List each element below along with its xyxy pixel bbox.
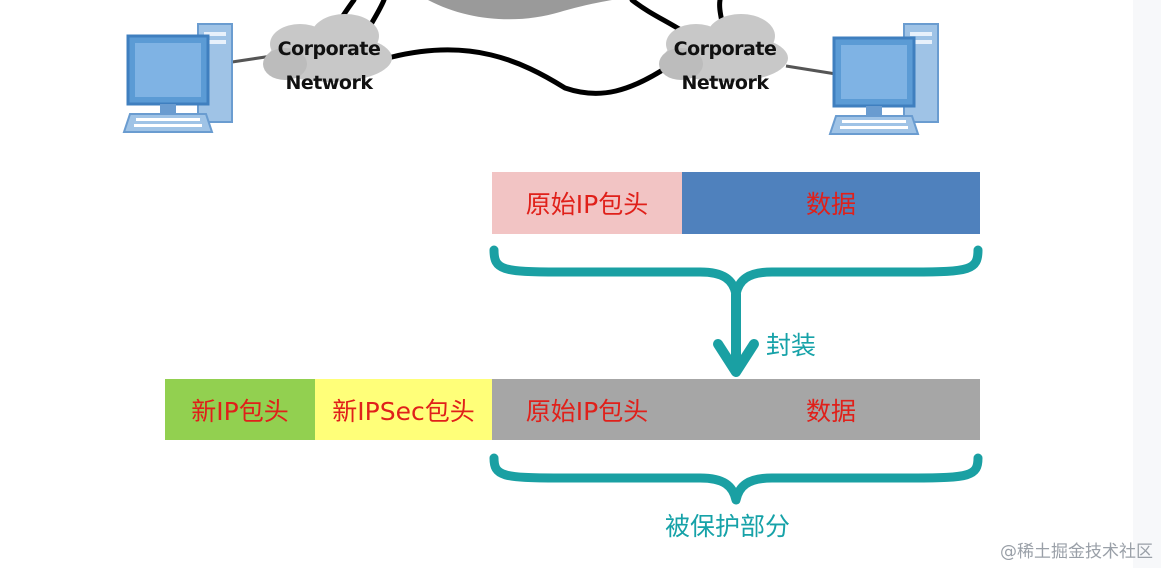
new-ip-header-box: 新IP包头: [165, 379, 315, 440]
left-cloud-line1: Corporate: [277, 38, 381, 60]
right-cloud-line2: Network: [681, 72, 769, 94]
protected-label: 被保护部分: [665, 512, 791, 541]
watermark: @稀土掘金技术社区: [1000, 542, 1153, 562]
left-cloud-icon: [263, 14, 392, 82]
encapsulate-arrow-icon: [713, 289, 759, 377]
encapsulate-label: 封装: [766, 331, 817, 360]
encapsulated-data-label: 数据: [805, 396, 856, 426]
scrollbar-track: [1133, 0, 1161, 568]
link-right-upper: [629, 0, 687, 35]
protected-part-box: [492, 379, 980, 440]
right-cloud-icon: [659, 14, 788, 82]
left-cloud-line2: Network: [285, 72, 373, 94]
original-ip-header-box: 原始IP包头: [492, 172, 682, 234]
right-cloud-line1: Corporate: [673, 38, 777, 60]
link-between-networks: [389, 47, 675, 96]
right-computer-icon: [828, 23, 939, 135]
original-data-box: 数据: [682, 172, 980, 234]
encapsulated-orig-header-label: 原始IP包头: [525, 396, 649, 426]
right-cloud-label: Corporate Network: [655, 32, 795, 100]
internet-cloud: [428, 0, 612, 20]
left-cloud-label: Corporate Network: [259, 32, 399, 100]
lower-brace: [489, 453, 983, 505]
left-computer-icon: [122, 23, 233, 133]
link-right-computer: [785, 64, 837, 76]
ipsec-header-box: 新IPSec包头: [315, 379, 492, 440]
upper-brace: [489, 245, 983, 299]
